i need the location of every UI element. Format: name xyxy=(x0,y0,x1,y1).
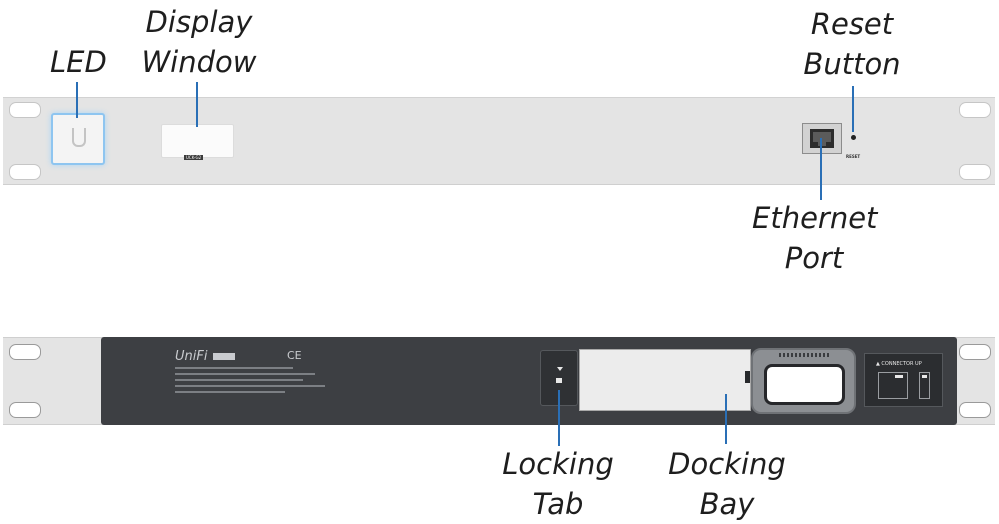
rear-mount-hole-top-right xyxy=(959,344,991,360)
callout-display-window-line2: Window xyxy=(141,45,257,79)
regulatory-text-block xyxy=(175,367,325,405)
callout-led: LED xyxy=(50,42,107,82)
callout-display-window-line1: Display xyxy=(145,5,253,39)
display-window xyxy=(161,124,234,158)
callout-led-text: LED xyxy=(50,45,107,79)
callout-docking-bay: Docking Bay xyxy=(664,444,790,524)
led-indicator xyxy=(51,113,105,165)
callout-ethernet-port-line1: Ethernet xyxy=(752,201,878,235)
callout-display-window: Display Window xyxy=(140,2,258,82)
mount-hole-top-right xyxy=(959,102,991,118)
rear-mount-hole-bottom-right xyxy=(959,402,991,418)
leader-reset-button xyxy=(852,86,854,132)
callout-docking-bay-line2: Bay xyxy=(699,487,755,521)
callout-reset-button-line1: Reset xyxy=(810,7,894,41)
mount-hole-top-left xyxy=(9,102,41,118)
callout-locking-tab-line1: Locking xyxy=(502,447,614,481)
model-label: UCK-G2 xyxy=(184,155,204,160)
mount-hole-bottom-right xyxy=(959,164,991,180)
model-badge xyxy=(213,353,235,360)
callout-ethernet-port-line2: Port xyxy=(784,241,844,275)
reset-button[interactable] xyxy=(851,135,856,140)
callout-locking-tab: Locking Tab xyxy=(495,444,621,524)
callout-reset-button: Reset Button xyxy=(800,4,904,84)
mount-hole-bottom-left xyxy=(9,164,41,180)
device-screen xyxy=(764,364,845,405)
leader-display-window xyxy=(196,82,198,127)
callout-ethernet-port: Ethernet Port xyxy=(752,198,878,278)
front-panel: UCK-G2 RESET xyxy=(3,97,995,185)
ubiquiti-logo-icon xyxy=(72,128,86,147)
leader-ethernet-port xyxy=(820,138,822,200)
leader-led xyxy=(76,82,78,118)
connector-panel: ▲ CONNECTOR UP xyxy=(864,353,943,407)
rear-mount-hole-bottom-left xyxy=(9,402,41,418)
ethernet-jack-icon xyxy=(810,129,834,148)
arrow-down-icon xyxy=(557,367,563,371)
brand-logo: UniFi xyxy=(175,349,208,364)
leader-locking-tab xyxy=(558,390,560,446)
rear-mount-hole-top-left xyxy=(9,344,41,360)
bay-edge xyxy=(745,371,750,383)
reset-label: RESET xyxy=(846,154,861,159)
leader-docking-bay xyxy=(725,394,727,444)
ethernet-port xyxy=(802,123,842,154)
callout-docking-bay-line1: Docking xyxy=(668,447,786,481)
docked-device xyxy=(751,348,856,414)
usb-connector xyxy=(878,372,908,399)
docking-bay xyxy=(579,349,751,411)
power-connector xyxy=(919,372,930,399)
ce-mark: CE xyxy=(287,349,302,362)
lock-icon xyxy=(556,378,562,383)
rear-panel: UniFi CE ▲ CONNECTOR UP xyxy=(101,337,957,425)
callout-locking-tab-line2: Tab xyxy=(532,487,584,521)
callout-reset-button-line2: Button xyxy=(803,47,901,81)
device-vent xyxy=(779,353,829,357)
connector-up-label: ▲ CONNECTOR UP xyxy=(876,361,922,367)
